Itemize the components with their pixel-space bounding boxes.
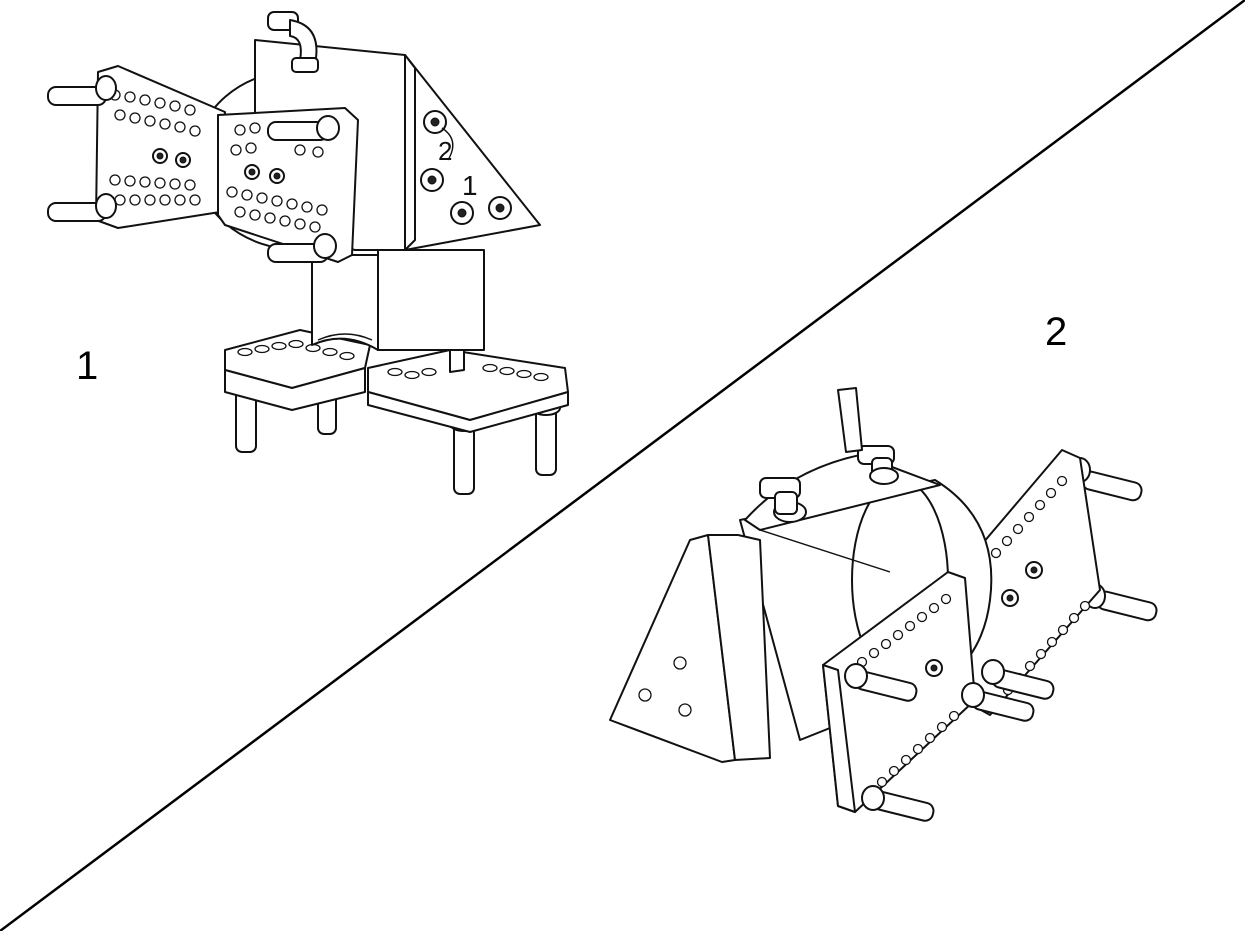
assembly-2-bracket xyxy=(609,387,863,763)
base-plate-holes xyxy=(237,339,549,382)
figure-label-1: 1 xyxy=(76,344,99,388)
left-plate-holes xyxy=(109,89,201,206)
assembly-1-front-plate xyxy=(217,107,359,263)
assembly-2-front-studs xyxy=(844,659,1055,822)
figure-label-2: 2 xyxy=(1045,310,1068,354)
part-number-2: 2 xyxy=(438,136,452,166)
assembly-1-left-plate xyxy=(47,65,226,229)
assembly-1-column xyxy=(311,249,485,351)
part-number-1: 1 xyxy=(462,170,478,201)
assembly-1-bracket: 2 1 xyxy=(404,54,541,251)
assembly-2-fittings xyxy=(759,445,899,523)
assembly-1: 2 1 xyxy=(47,11,569,495)
assembly-1-fittings xyxy=(267,11,319,73)
assembly-2 xyxy=(609,387,1158,822)
